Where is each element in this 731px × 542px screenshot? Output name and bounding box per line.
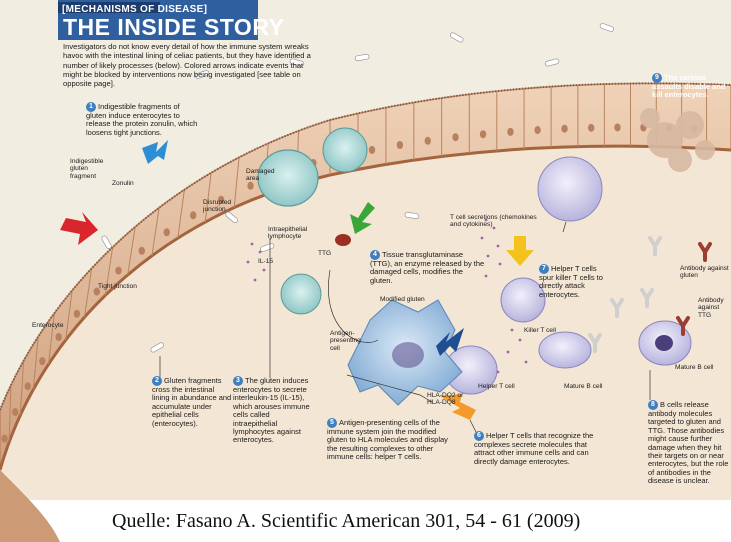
step-text: Tissue transglutaminase (TTG), an enzyme… xyxy=(370,250,484,285)
enterocyte-nucleus xyxy=(480,130,486,138)
lymphocyte-2 xyxy=(323,128,367,172)
label-hla: HLA-DQ2 or HLA-DQ8 xyxy=(427,392,469,407)
apc-nucleus xyxy=(392,342,424,368)
enterocyte-nucleus xyxy=(614,123,620,131)
step-text: Antigen-presenting cells of the immune s… xyxy=(327,418,448,461)
b-cell-nucleus xyxy=(655,335,673,351)
enterocyte-nucleus xyxy=(369,146,375,154)
step-6: 6Helper T cells that recognize the compl… xyxy=(474,431,604,466)
label-modified-gluten: Modified gluten xyxy=(380,296,425,303)
label-helper-t-cell: Helper T cell xyxy=(478,383,515,390)
enterocyte-nucleus xyxy=(452,133,458,141)
step-text: B cells release antibody molecules targe… xyxy=(648,400,728,485)
label-mature-b-cell-1: Mature B cell xyxy=(564,383,602,390)
label-tcell-secretions: T cell secretions (chemokines and cytoki… xyxy=(450,214,540,229)
label-killer-t-cell: Killer T cell xyxy=(524,327,556,334)
source-caption: Quelle: Fasano A. Scientific American 30… xyxy=(112,510,580,533)
enterocyte-nucleus xyxy=(1,435,7,443)
step-4: 4Tissue transglutaminase (TTG), an enzym… xyxy=(370,250,485,285)
enterocyte-nucleus xyxy=(561,125,567,133)
label-enterocyte: Enterocyte xyxy=(32,322,64,329)
enterocyte-nucleus xyxy=(507,128,513,136)
step-7: 7Helper T cells spur killer T cells to d… xyxy=(539,264,609,299)
label-antibody-gluten: Antibody against gluten xyxy=(680,265,730,280)
label-damaged-area: Damaged area xyxy=(246,168,282,183)
label-zonulin: Zonulin xyxy=(112,180,134,187)
enterocyte-nucleus xyxy=(397,141,403,149)
enterocyte-nucleus xyxy=(55,333,61,341)
enterocyte-nucleus xyxy=(588,124,594,132)
enterocyte-nucleus xyxy=(139,247,145,255)
enterocyte-nucleus xyxy=(190,211,196,219)
label-mature-b-cell-2: Mature B cell xyxy=(675,364,713,371)
label-antigen-presenting-cell: Antigen-presenting cell xyxy=(330,330,370,352)
step-text: Helper T cells that recognize the comple… xyxy=(474,431,593,466)
label-gluten-fragment: Indigestible gluten fragment xyxy=(70,158,112,180)
label-ttg: TTG xyxy=(318,250,331,257)
step-text: Indigestible fragments of gluten induce … xyxy=(86,102,197,137)
killer-t-cell-top xyxy=(538,157,602,221)
enterocyte-nucleus xyxy=(247,182,253,190)
mature-b-cell-1 xyxy=(539,332,591,368)
enterocyte-nucleus xyxy=(534,126,540,134)
lymphocyte-3 xyxy=(281,274,321,314)
step-text: The gluten induces enterocytes to secret… xyxy=(233,376,310,444)
enterocyte-nucleus xyxy=(115,267,121,275)
enterocyte-nucleus xyxy=(39,357,45,365)
label-il15: IL-15 xyxy=(258,258,273,265)
label-disrupted-junction: Disrupted junction xyxy=(203,199,248,214)
label-intraepithelial-lymphocyte: Intraepithelial lymphocyte xyxy=(268,226,338,241)
step-text: Gluten fragments cross the intestinal li… xyxy=(152,376,231,428)
intro-text: Investigators do not know every detail o… xyxy=(63,42,318,88)
page-title: THE INSIDE STORY xyxy=(63,14,284,41)
enterocyte-nucleus xyxy=(164,228,170,236)
enterocyte-nucleus xyxy=(425,137,431,145)
label-tight-junction: Tight junction xyxy=(98,283,138,290)
enterocyte-nucleus xyxy=(74,310,80,318)
enterocyte-nucleus xyxy=(25,382,31,390)
label-antibody-ttg: Antibody against TTG xyxy=(698,297,731,319)
step-text: The various assaults disable and kill en… xyxy=(652,73,725,99)
enterocyte-nucleus xyxy=(12,408,18,416)
